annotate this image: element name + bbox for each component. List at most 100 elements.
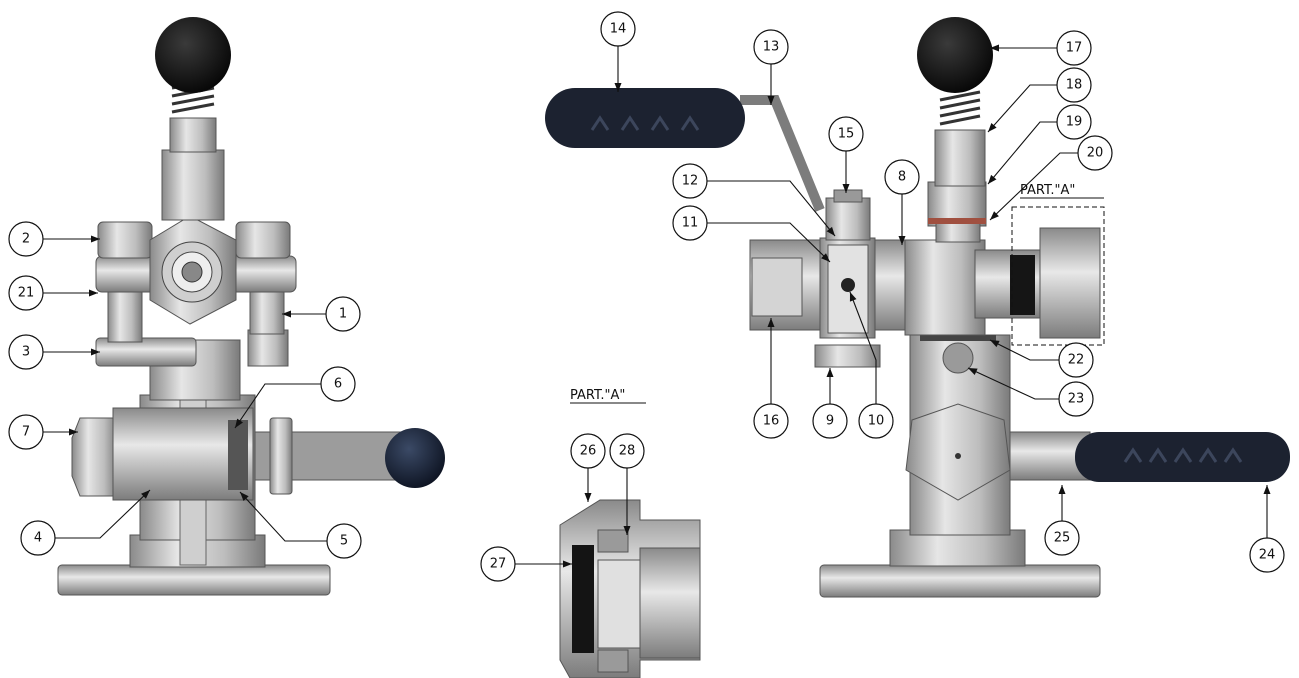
callout-bubble-19 bbox=[1056, 104, 1092, 140]
callout-number-5: 5 bbox=[340, 534, 348, 549]
left-handle-knob bbox=[385, 428, 445, 488]
leader-arrow-6 bbox=[235, 418, 243, 428]
leader-arrow-17 bbox=[990, 44, 999, 52]
leader-line-5 bbox=[239, 491, 327, 542]
callout-number-3: 3 bbox=[22, 345, 30, 360]
callout-bubble-12 bbox=[672, 163, 708, 199]
callout-bubble-9 bbox=[812, 403, 848, 439]
callout-22: 22 bbox=[989, 339, 1094, 378]
callout-15: 15 bbox=[828, 116, 864, 193]
callout-12: 12 bbox=[672, 163, 836, 237]
callout-10: 10 bbox=[849, 291, 894, 439]
callout-bubble-26 bbox=[570, 433, 606, 469]
callout-number-2: 2 bbox=[22, 232, 30, 247]
leader-arrow-14 bbox=[614, 83, 622, 92]
leader-arrow-22 bbox=[990, 340, 1000, 348]
callout-number-15: 15 bbox=[838, 127, 855, 142]
callout-number-19: 19 bbox=[1066, 115, 1083, 130]
leader-line-6 bbox=[234, 383, 321, 429]
callout-5: 5 bbox=[239, 491, 362, 559]
callout-bubble-5 bbox=[326, 523, 362, 559]
callout-number-23: 23 bbox=[1068, 392, 1085, 407]
callout-bubble-24 bbox=[1249, 537, 1285, 573]
leader-line-11 bbox=[707, 222, 831, 263]
part-a-section-view bbox=[559, 499, 701, 678]
leader-line-20 bbox=[989, 152, 1078, 221]
leader-line-22 bbox=[989, 339, 1059, 361]
callout-bubble-8 bbox=[884, 159, 920, 195]
callout-bubble-2 bbox=[8, 221, 44, 257]
part-a-frame bbox=[1011, 206, 1105, 346]
callout-number-10: 10 bbox=[868, 414, 885, 429]
leader-arrow-10 bbox=[849, 292, 857, 302]
callout-bubble-22 bbox=[1058, 342, 1094, 378]
left-view bbox=[57, 17, 445, 596]
callout-13: 13 bbox=[753, 29, 789, 105]
leader-line-12 bbox=[707, 180, 836, 237]
left-flange bbox=[57, 564, 331, 596]
leader-arrow-27 bbox=[563, 560, 572, 568]
callout-bubble-17 bbox=[1056, 30, 1092, 66]
leader-arrow-13 bbox=[767, 96, 775, 105]
leader-arrow-25 bbox=[1058, 485, 1066, 494]
callout-bubble-16 bbox=[753, 403, 789, 439]
callout-number-26: 26 bbox=[580, 444, 597, 459]
callout-16: 16 bbox=[753, 318, 789, 439]
callout-20: 20 bbox=[989, 135, 1113, 221]
part-a-detail-text: PART."A" bbox=[1020, 183, 1075, 198]
leader-arrow-8 bbox=[898, 236, 906, 245]
leader-arrow-24 bbox=[1263, 485, 1271, 494]
callout-bubble-14 bbox=[600, 11, 636, 47]
leader-arrow-21 bbox=[89, 289, 98, 297]
callout-bubble-11 bbox=[672, 205, 708, 241]
leader-arrow-18 bbox=[988, 122, 997, 132]
callout-28: 28 bbox=[609, 433, 645, 535]
leader-line-18 bbox=[987, 84, 1057, 133]
callout-bubble-25 bbox=[1044, 520, 1080, 556]
callout-9: 9 bbox=[812, 368, 848, 439]
leader-line-4 bbox=[55, 489, 151, 539]
leader-line-19 bbox=[987, 121, 1057, 185]
callout-11: 11 bbox=[672, 205, 831, 263]
part-a-section-label: PART."A" bbox=[570, 388, 646, 404]
part-a-section-text: PART."A" bbox=[570, 388, 625, 403]
callout-bubble-6 bbox=[320, 366, 356, 402]
callout-27: 27 bbox=[480, 546, 572, 582]
callout-26: 26 bbox=[570, 433, 606, 502]
callout-number-18: 18 bbox=[1066, 78, 1083, 93]
callout-bubble-21 bbox=[8, 275, 44, 311]
leader-arrow-4 bbox=[141, 490, 150, 499]
callout-bubble-27 bbox=[480, 546, 516, 582]
callout-3: 3 bbox=[8, 334, 100, 370]
callout-number-4: 4 bbox=[34, 531, 42, 546]
leader-arrow-19 bbox=[988, 174, 997, 184]
callout-18: 18 bbox=[987, 67, 1092, 133]
callout-1: 1 bbox=[282, 296, 361, 332]
callout-number-28: 28 bbox=[619, 444, 636, 459]
callout-4: 4 bbox=[20, 489, 151, 556]
leader-arrow-23 bbox=[968, 368, 978, 375]
callout-bubble-18 bbox=[1056, 67, 1092, 103]
callout-number-12: 12 bbox=[682, 174, 699, 189]
callout-6: 6 bbox=[234, 366, 356, 429]
leader-arrow-3 bbox=[91, 348, 100, 356]
leader-arrow-5 bbox=[240, 492, 249, 501]
callout-bubble-10 bbox=[858, 403, 894, 439]
callout-number-11: 11 bbox=[682, 216, 699, 231]
callout-number-9: 9 bbox=[826, 414, 834, 429]
callout-number-14: 14 bbox=[610, 22, 627, 37]
leader-arrow-26 bbox=[584, 493, 592, 502]
callout-number-8: 8 bbox=[898, 170, 906, 185]
callout-number-20: 20 bbox=[1087, 146, 1104, 161]
callout-2: 2 bbox=[8, 221, 100, 257]
callout-7: 7 bbox=[8, 414, 78, 450]
callout-number-13: 13 bbox=[763, 40, 780, 55]
leader-arrow-15 bbox=[842, 184, 850, 193]
leader-line-23 bbox=[967, 367, 1059, 400]
leader-arrow-20 bbox=[990, 211, 999, 220]
right-view bbox=[545, 17, 1290, 598]
callout-number-24: 24 bbox=[1259, 548, 1276, 563]
leader-arrow-11 bbox=[821, 253, 830, 262]
leader-arrow-9 bbox=[826, 368, 834, 377]
